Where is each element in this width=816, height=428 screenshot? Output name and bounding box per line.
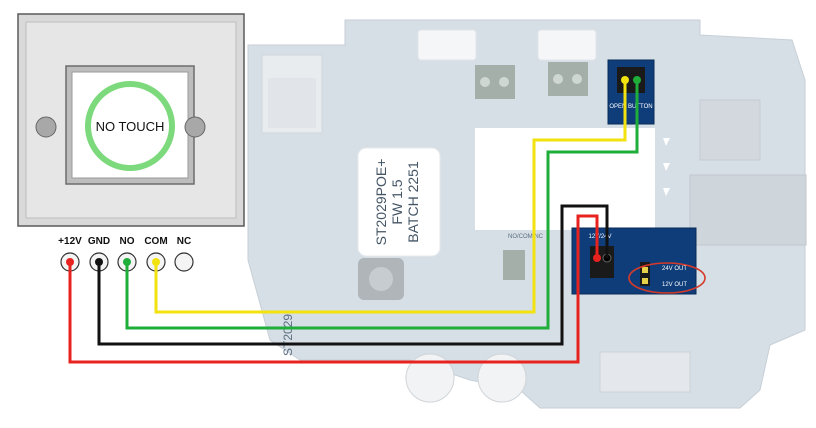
touch-button-panel: NO TOUCH [17,13,245,227]
board-cutout [475,128,655,230]
relay-1 [417,29,477,61]
terminal-label-com: COM [144,236,167,247]
power-header-label: 12V/24V [588,234,611,240]
terminal-label-12v: +12V [58,236,82,247]
aux-terminal [503,250,525,280]
chip-line-3: BATCH 2251 [405,161,421,243]
output-terminal-label: NO/COM NC [508,234,544,240]
terminal-label-gnd: GND [88,236,110,247]
output-highlight [628,262,706,294]
open-button-label: OPEN BUTTON [609,104,652,110]
open-button-header: OPEN BUTTON [607,59,655,125]
wire-green [125,80,639,330]
out-24v-label: 24V OUT [662,266,687,272]
wire-yellow [154,80,627,314]
button-label: NO TOUCH [96,119,165,134]
chip-text: ST2029POE+ FW 1.5 BATCH 2251 [373,159,421,246]
terminal-label-nc: NC [177,236,191,247]
chip-label [357,147,441,257]
capacitor-1 [405,353,455,403]
model-mark: ST2029 [281,314,295,356]
wire-red [68,214,599,364]
capacitor-2 [477,353,527,403]
bottom-connector [599,351,691,393]
ethernet-jack [689,174,807,246]
screw-left [35,116,57,138]
power-header: 12V/24V 24V OUT 12V OUT [571,227,706,295]
chip-line-2: FW 1.5 [389,179,405,224]
terminal-label-no: NO [120,236,135,247]
chip-line-1: ST2029POE+ [373,159,389,246]
relay-2 [537,29,597,61]
wire-black [97,204,609,346]
out-12v-label: 12V OUT [662,282,687,288]
touch-ring [85,81,175,171]
screw-right [184,116,206,138]
terminal-screw-nc [174,252,194,272]
wires [68,80,639,364]
